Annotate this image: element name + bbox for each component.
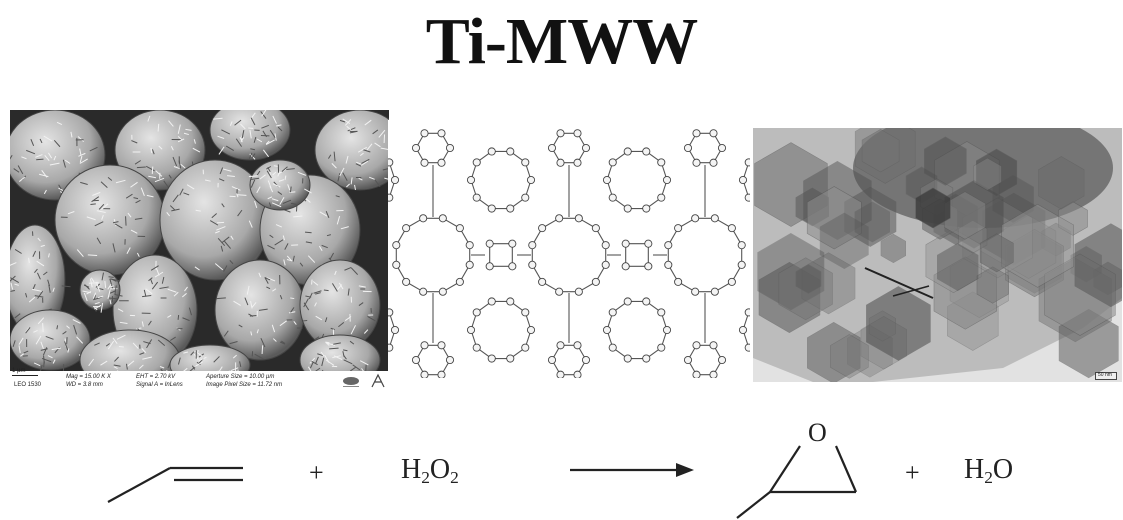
sem-particle [114, 110, 206, 191]
zeiss-logo-icon [343, 377, 359, 387]
reaction-scheme [107, 445, 858, 519]
propylene-methyl-bond [107, 467, 171, 503]
tem-hexagonal-plate [807, 322, 861, 382]
h2o-sub1: 2 [984, 468, 993, 488]
sem-particle [10, 309, 91, 371]
plus-sign-2: + [905, 458, 920, 487]
tem-hexagonal-plate [1074, 223, 1122, 308]
sem-mag: Mag = 15.00 K X [66, 374, 111, 380]
sem-eht: EHT = 2.70 kV [136, 374, 176, 380]
tem-micrograph: 50 nm [753, 128, 1122, 382]
epoxide-o-c2-bond [834, 445, 858, 493]
h2o-h: H [964, 454, 985, 485]
framework-drawing [388, 129, 750, 378]
tem-hexagonal-plate [1001, 203, 1074, 288]
h2o2-sub2: 2 [450, 468, 459, 488]
sem-signal: Signal A = InLens [136, 382, 183, 388]
tem-hexagonal-plate [795, 264, 822, 294]
tem-hexagonal-plate [854, 128, 916, 184]
tem-hexagonal-plate [973, 157, 1002, 191]
sem-scale-label: 1 µm [12, 368, 26, 374]
sem-wd: WD = 3.8 mm [66, 382, 103, 388]
tem-hexagonal-plate [915, 187, 951, 229]
tem-hexagonal-plate [1038, 156, 1085, 210]
epoxide-o-c1-bond [769, 445, 801, 493]
tem-hexagonal-plate [778, 257, 833, 321]
sem-instrument: LEO 1530 [14, 382, 42, 388]
tem-hexagonal-plate [924, 136, 967, 186]
sem-particle [209, 110, 291, 161]
sem-pixel-size: Image Pixel Size = 11.72 nm [206, 382, 283, 388]
tem-image [753, 128, 1122, 382]
tem-hexagonal-plate [1058, 201, 1088, 236]
institute-logo-icon [371, 373, 385, 388]
water-formula: H2O [964, 454, 1013, 488]
sem-particle [79, 269, 121, 311]
tem-hexagonal-plate [976, 266, 1009, 304]
sem-aperture: Aperture Size = 10.00 µm [206, 374, 275, 380]
tem-hexagonal-plate [992, 174, 1034, 223]
h2o2-o: O [429, 454, 451, 485]
tem-scale-label: 50 nm [1098, 372, 1112, 378]
sem-micrograph: 1 µm LEO 1530 Mag = 15.00 K X WD = 3.8 m… [10, 110, 389, 395]
tem-hexagonal-plate [854, 201, 890, 243]
tem-hexagonal-plate [937, 243, 979, 291]
h2o2-h: H [401, 454, 422, 485]
sem-scale-bar [12, 375, 38, 376]
figure-title: Ti-MWW [425, 5, 698, 78]
sem-particle [249, 159, 311, 211]
tem-hexagonal-plate [830, 334, 869, 379]
sem-particle [314, 110, 389, 191]
reaction-arrow [570, 463, 694, 477]
tem-hexagonal-plate [880, 233, 906, 264]
propylene-structure [107, 466, 243, 503]
hydrogen-peroxide-formula: H2O2 [401, 454, 459, 488]
tem-hexagonal-plate [866, 286, 931, 361]
sem-info-bar: 1 µm LEO 1530 Mag = 15.00 K X WD = 3.8 m… [10, 368, 389, 395]
tem-hexagonal-plate [806, 186, 862, 250]
h2o-o: O [992, 454, 1014, 485]
tem-hexagonal-plate [819, 212, 869, 270]
h2o2-sub1: 2 [421, 468, 430, 488]
tem-hexagonal-plate [861, 129, 900, 173]
sem-image [10, 110, 389, 391]
epoxide-oxygen-label: O [808, 418, 827, 447]
propylene-oxide-structure [736, 445, 858, 519]
epoxide-methyl-bond [736, 491, 771, 519]
tem-hexagonal-plate [979, 233, 1014, 273]
tem-scale-bar: 50 nm [1095, 372, 1117, 380]
mww-framework-structure [388, 120, 750, 378]
plus-sign-1: + [309, 458, 324, 487]
